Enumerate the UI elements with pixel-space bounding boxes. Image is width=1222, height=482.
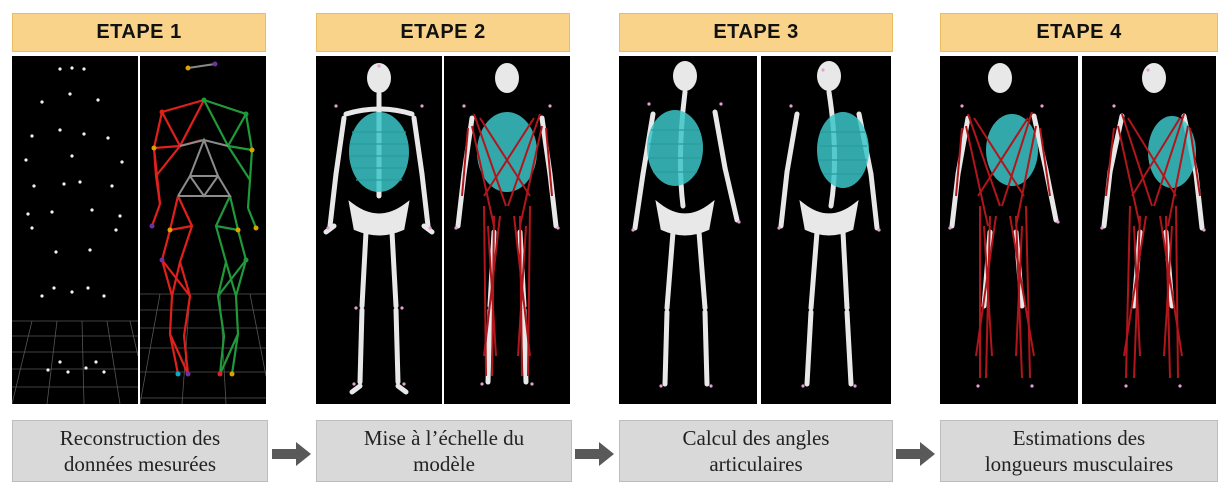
marker-cloud-figure xyxy=(12,56,138,404)
step-3-caption-line-2: articulaires xyxy=(709,451,802,477)
step-4-muscle-right-panel xyxy=(1082,56,1216,404)
muscle-posed-figure xyxy=(940,56,1078,404)
arrow-icon xyxy=(575,441,615,467)
arrow-icon xyxy=(896,441,936,467)
muscle-skeleton-figure xyxy=(444,56,570,404)
step-2-muscle-panel xyxy=(444,56,570,404)
step-1-caption-line-2: données mesurées xyxy=(64,451,216,477)
step-3-caption-line-1: Calcul des angles xyxy=(683,425,830,451)
step-1-caption-line-1: Reconstruction des xyxy=(60,425,220,451)
posed-skeleton-side-figure xyxy=(761,56,891,404)
skeleton-figure xyxy=(316,56,442,404)
step-2-caption: Mise à l’échelle du modèle xyxy=(316,420,572,482)
step-1-title: ETAPE 1 xyxy=(96,21,181,44)
arrow-icon xyxy=(272,441,312,467)
step-1-marker-cloud-panel xyxy=(12,56,138,404)
step-2-skeleton-panel xyxy=(316,56,442,404)
step-3-caption: Calcul des angles articulaires xyxy=(619,420,893,482)
step-4-caption: Estimations des longueurs musculaires xyxy=(940,420,1218,482)
step-4-muscle-left-panel xyxy=(940,56,1078,404)
step-1-stick-figure-panel xyxy=(140,56,266,404)
step-4-caption-line-1: Estimations des xyxy=(1013,425,1145,451)
step-4-caption-line-2: longueurs musculaires xyxy=(985,451,1173,477)
step-3-skeleton-left-panel xyxy=(619,56,757,404)
stick-figure xyxy=(140,56,266,404)
step-3-skeleton-right-panel xyxy=(761,56,891,404)
step-3-header: ETAPE 3 xyxy=(619,13,893,52)
step-2-caption-line-2: modèle xyxy=(413,451,475,477)
step-3-title: ETAPE 3 xyxy=(713,21,798,44)
step-1-header: ETAPE 1 xyxy=(12,13,266,52)
step-1-caption: Reconstruction des données mesurées xyxy=(12,420,268,482)
step-2-header: ETAPE 2 xyxy=(316,13,570,52)
muscle-posed-side-figure xyxy=(1082,56,1216,404)
step-2-caption-line-1: Mise à l’échelle du xyxy=(364,425,524,451)
step-4-header: ETAPE 4 xyxy=(940,13,1218,52)
posed-skeleton-figure xyxy=(619,56,757,404)
step-2-title: ETAPE 2 xyxy=(400,21,485,44)
step-4-title: ETAPE 4 xyxy=(1036,21,1121,44)
